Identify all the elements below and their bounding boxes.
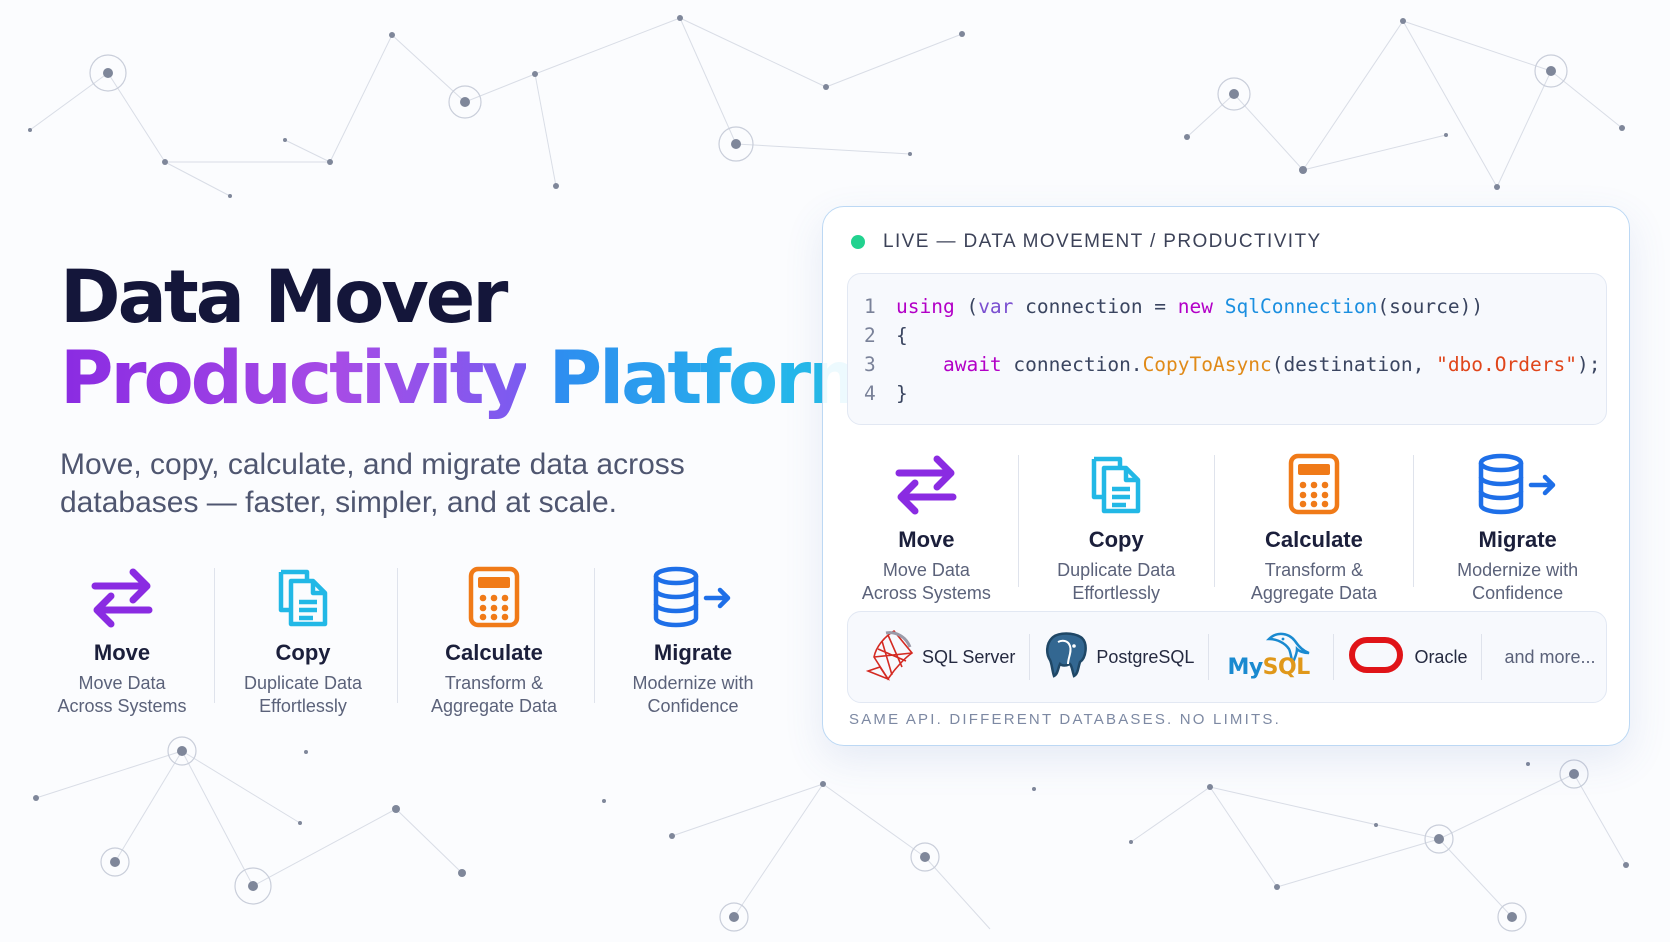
code-type: SqlConnection	[1224, 295, 1378, 318]
postgresql-elephant-icon	[1044, 630, 1090, 685]
feature-copy: Copy Duplicate Data Effortlessly	[227, 558, 379, 718]
divider	[214, 568, 215, 703]
page-title-line2: Productivity Platform	[60, 336, 884, 421]
feature-move: Move Move Data Across Systems	[847, 445, 1006, 605]
code-string: "dbo.Orders"	[1436, 353, 1577, 376]
feature-title: Move	[93, 640, 151, 665]
code-text: (	[954, 295, 979, 318]
page-subtitle: Move, copy, calculate, and migrate data …	[60, 448, 685, 519]
code-line: 4}	[864, 379, 1606, 408]
feature-description: Modernize with Confidence	[632, 673, 754, 716]
line-number: 4	[864, 382, 876, 405]
divider	[1481, 634, 1483, 680]
feature-description: Move Data Across Systems	[861, 560, 991, 603]
copy-documents-icon	[275, 558, 331, 628]
line-number: 3	[864, 353, 876, 376]
feature-title: Calculate	[1265, 527, 1363, 552]
oracle-ring-icon	[1348, 635, 1404, 680]
feature-title: Migrate	[1478, 527, 1557, 552]
calculator-icon	[1288, 445, 1340, 515]
feature-description: Duplicate Data Effortlessly	[1057, 560, 1176, 603]
feature-copy: Copy Duplicate Data Effortlessly	[1033, 445, 1200, 605]
live-header: LIVE — DATA MOVEMENT / PRODUCTIVITY	[851, 231, 1322, 253]
feature-title: Move	[898, 527, 955, 552]
divider	[1413, 455, 1415, 587]
mysql-wordmark: MySQL	[1227, 655, 1310, 680]
feature-title: Calculate	[445, 640, 543, 665]
divider	[1017, 455, 1019, 587]
more-databases-label: and more...	[1504, 646, 1596, 667]
db-sql-server: SQL Server	[865, 627, 1016, 688]
calculator-icon	[468, 558, 520, 628]
code-text: connection =	[1013, 295, 1178, 318]
code-text: (destination,	[1271, 353, 1437, 376]
divider	[1213, 455, 1215, 587]
code-line: 3 await connection.CopyToAsync(destinati…	[864, 350, 1606, 379]
feature-description: Duplicate Data Effortlessly	[243, 673, 363, 716]
code-line: 1 using (var connection = new SqlConnecti…	[864, 292, 1606, 321]
code-text	[1213, 292, 1225, 321]
swap-arrows-icon	[87, 558, 157, 628]
feature-calculate: Calculate Transform & Aggregate Data	[410, 558, 578, 718]
line-number: 1	[864, 295, 876, 318]
db-name: PostgreSQL	[1096, 646, 1195, 667]
feature-row: Move Move Data Across Systems Copy Dupli…	[46, 558, 777, 718]
database-arrow-icon	[652, 558, 734, 628]
code-keyword: var	[978, 295, 1014, 318]
card-feature-row: Move Move Data Across Systems Copy Dupli…	[847, 445, 1607, 605]
copy-documents-icon	[1088, 445, 1144, 515]
divider	[594, 568, 595, 703]
database-strip: SQL Server PostgreSQL MySQL Oracle and m…	[847, 611, 1607, 703]
code-keyword: using	[896, 295, 955, 318]
db-name: Oracle	[1414, 646, 1468, 667]
divider	[1029, 634, 1031, 680]
title-word-productivity: Productivity	[60, 336, 529, 421]
code-text: connection.	[1001, 353, 1143, 376]
live-status-dot	[851, 235, 865, 249]
database-arrow-icon	[1477, 445, 1559, 515]
feature-move: Move Move Data Across Systems	[46, 558, 198, 718]
feature-title: Migrate	[653, 640, 733, 665]
code-line: 2{	[864, 321, 1606, 350]
code-snippet: 1 using (var connection = new SqlConnecti…	[847, 273, 1607, 425]
db-postgresql: PostgreSQL	[1044, 630, 1194, 685]
tagline: SAME API. DIFFERENT DATABASES. NO LIMITS…	[849, 711, 1281, 728]
code-text: }	[896, 382, 908, 405]
feature-title: Copy	[275, 640, 331, 665]
code-text: );	[1576, 353, 1601, 376]
code-text: (source))	[1377, 295, 1484, 318]
feature-title: Copy	[1088, 527, 1144, 552]
feature-description: Modernize with Confidence	[1457, 560, 1579, 603]
feature-description: Move Data Across Systems	[57, 673, 187, 716]
divider	[397, 568, 398, 703]
db-oracle: Oracle	[1348, 635, 1467, 680]
feature-calculate: Calculate Transform & Aggregate Data	[1229, 445, 1400, 605]
mysql-dolphin-icon: MySQL	[1223, 629, 1319, 685]
hero: Data Mover Productivity Platform Move, c…	[60, 255, 884, 522]
divider	[1333, 634, 1335, 680]
page-title-line1: Data Mover	[60, 255, 508, 340]
line-number: 2	[864, 324, 876, 347]
code-method: CopyToAsync	[1142, 353, 1272, 376]
live-label: LIVE — DATA MOVEMENT / PRODUCTIVITY	[883, 231, 1322, 252]
divider	[1208, 634, 1210, 680]
feature-description: Transform & Aggregate Data	[430, 673, 558, 716]
sql-server-icon	[865, 627, 916, 688]
code-keyword: await	[942, 353, 1002, 376]
feature-description: Transform & Aggregate Data	[1250, 560, 1377, 603]
code-keyword: new	[1177, 295, 1214, 318]
live-card: LIVE — DATA MOVEMENT / PRODUCTIVITY 1 usi…	[822, 206, 1630, 746]
feature-migrate: Migrate Modernize with Confidence	[609, 558, 777, 718]
db-name: SQL Server	[922, 646, 1016, 667]
swap-arrows-icon	[891, 445, 961, 515]
code-indent	[896, 350, 943, 379]
feature-migrate: Migrate Modernize with Confidence	[1428, 445, 1607, 605]
db-mysql: MySQL	[1223, 629, 1319, 685]
code-text: {	[896, 324, 908, 347]
